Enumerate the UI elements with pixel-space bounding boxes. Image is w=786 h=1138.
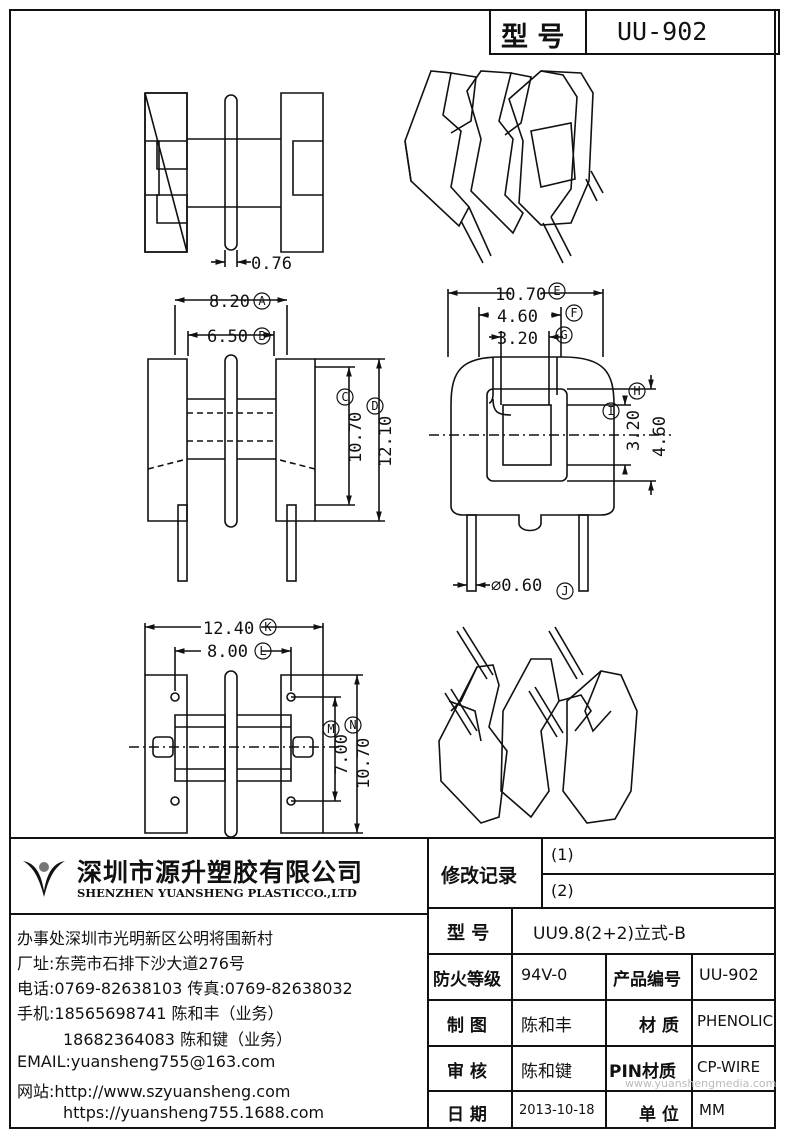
office-address: 办事处深圳市光明新区公明将围新村 — [17, 929, 274, 948]
side-view — [429, 289, 671, 592]
drawn-by-label: 制 图 — [447, 1016, 487, 1036]
front-view — [147, 297, 385, 582]
dim-a: 8.20 — [209, 292, 250, 312]
product-no-value: UU-902 — [699, 965, 759, 984]
email: EMAIL:yuansheng755@163.com — [17, 1052, 276, 1071]
dim-m: 7.00 — [332, 734, 352, 775]
title-block: 型 号 UU-902 — [489, 9, 780, 55]
dim-l: 8.00 — [207, 642, 248, 662]
website-2: https://yuansheng755.1688.com — [63, 1103, 325, 1122]
dim-pin-gap: 0.76 — [251, 254, 292, 274]
revision-1: (1) — [551, 845, 574, 864]
marker-c: C — [341, 390, 348, 404]
revision-label: 修改记录 — [441, 865, 518, 887]
material-label: 材 质 — [639, 1016, 679, 1036]
model-number: UU-902 — [617, 17, 708, 46]
company-name-cn: 深圳市源升塑胶有限公司 — [77, 858, 364, 887]
watermark: www.yuanshengmedia.com — [625, 1077, 777, 1090]
model-row-value: UU9.8(2+2)立式-B — [533, 924, 686, 944]
dim-c: 10.70 — [346, 412, 366, 463]
company-block: 深圳市源升塑胶有限公司 SHENZHEN YUANSHENG PLASTICCO… — [11, 839, 427, 1129]
unit-value: MM — [699, 1101, 725, 1119]
marker-a: A — [258, 294, 266, 308]
drawing-sheet: 型 号 UU-902 — [9, 9, 780, 1129]
dim-b: 6.50 — [207, 327, 248, 347]
reviewed-by-label: 审 核 — [447, 1062, 487, 1082]
marker-h: H — [633, 384, 640, 398]
fire-rating-label: 防火等级 — [433, 970, 501, 990]
marker-m: M — [327, 722, 334, 736]
dim-f: 4.60 — [497, 307, 538, 327]
company-name-en: SHENZHEN YUANSHENG PLASTICCO.,LTD — [77, 886, 357, 900]
marker-k: K — [264, 620, 272, 634]
mobile-1: 手机:18565698741 陈和丰（业务） — [17, 1004, 284, 1023]
unit-label: 单 位 — [639, 1105, 679, 1125]
company-logo — [23, 861, 65, 897]
marker-g: G — [560, 328, 567, 342]
marker-i: I — [607, 404, 614, 418]
mobile-2: 18682364083 陈和键（业务） — [63, 1030, 293, 1049]
technical-drawing: 0.76 8.20 6.50 10.70 12.10 10.70 4.60 3.… — [129, 70, 671, 837]
marker-d: D — [371, 399, 378, 413]
material-value: PHENOLIC — [697, 1012, 774, 1030]
dim-k: 12.40 — [203, 619, 254, 639]
dimension-markers: A B C D E F G H I J K L M N — [253, 282, 646, 738]
dim-i: 3.20 — [624, 410, 644, 451]
dim-g: 3.20 — [497, 329, 538, 349]
marker-j: J — [561, 584, 568, 598]
dim-h: 4.60 — [650, 416, 670, 457]
date-label: 日 期 — [447, 1105, 487, 1125]
reviewed-by-value: 陈和键 — [521, 1062, 572, 1082]
model-label: 型 号 — [501, 22, 565, 53]
isometric-view-bottom — [438, 626, 638, 824]
product-no-label: 产品编号 — [613, 970, 681, 990]
marker-e: E — [553, 284, 560, 298]
website-1: 网站:http://www.szyuansheng.com — [17, 1082, 291, 1101]
pin-material-value: CP-WIRE — [697, 1058, 761, 1076]
phone-fax: 电话:0769-82638103 传真:0769-82638032 — [17, 979, 353, 998]
model-row-label: 型 号 — [447, 923, 490, 944]
top-view — [144, 92, 324, 267]
marker-b: B — [258, 329, 265, 343]
marker-n: N — [349, 718, 356, 732]
revision-2: (2) — [551, 881, 574, 900]
fire-rating-value: 94V-0 — [521, 965, 568, 984]
factory-address: 厂址:东莞市石排下沙大道276号 — [17, 954, 245, 973]
bottom-view — [129, 623, 363, 837]
pin-material-label: PIN材质 — [609, 1062, 677, 1082]
dim-d: 12.10 — [376, 416, 396, 467]
drawn-by-value: 陈和丰 — [521, 1016, 572, 1036]
date-value: 2013-10-18 — [519, 1103, 595, 1118]
marker-f: F — [570, 306, 577, 320]
dim-j: ⌀0.60 — [491, 576, 542, 596]
dim-e: 10.70 — [495, 285, 546, 305]
dim-n: 10.70 — [354, 738, 374, 789]
marker-l: L — [259, 644, 266, 658]
info-table: 修改记录 (1) (2) 型 号 UU9.8(2+2)立式-B 防火等级 94V… — [429, 839, 777, 1129]
isometric-view-top — [404, 70, 604, 264]
